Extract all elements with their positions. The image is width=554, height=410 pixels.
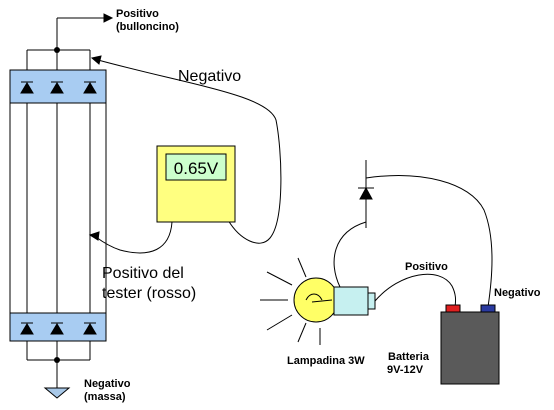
label-positivo-tester-1: Positivo del [102,265,184,282]
junction-dot-bottom [54,357,60,363]
junction-dot-top [54,47,60,53]
vertical-rails [9,102,107,314]
label-positivo-tester-2: tester (rosso) [102,285,196,302]
label-voltage: 9V-12V [387,364,424,376]
label-positivo-top: Positivo [116,8,159,20]
label-battery-positive: Positivo [405,261,448,273]
label-batteria: Batteria [388,351,430,363]
label-battery-negative: Negativo [494,287,541,299]
label-negativo-tester: Negativo [178,68,241,85]
lamp-diode-wire [333,221,367,288]
lamp-bulb [293,277,376,323]
tester-positive-wire [88,221,173,254]
label-negativo-massa: Negativo [84,378,131,390]
series-diode [358,160,374,228]
meter-display [165,153,227,181]
ground-lead [26,341,91,388]
label-lampadina: Lampadina 3W [287,355,365,367]
diode-block-bottom [9,312,107,342]
lamp-battery-positive-wire [374,273,457,308]
label-bulloncino: (bulloncino) [116,21,179,33]
lamp-base [333,286,369,316]
ground-icon [43,387,71,399]
tester-negative-wire [90,55,282,244]
label-massa: (massa) [84,391,126,403]
diode-battery-negative-wire [365,175,493,308]
battery-positive-terminal [445,304,461,313]
lamp-rays [260,257,321,345]
meter-reading: 0.65V [174,159,219,178]
multimeter: 0.65V [156,145,236,223]
battery-negative-terminal [480,304,496,313]
diode-block-top [9,69,107,104]
battery [440,304,500,385]
